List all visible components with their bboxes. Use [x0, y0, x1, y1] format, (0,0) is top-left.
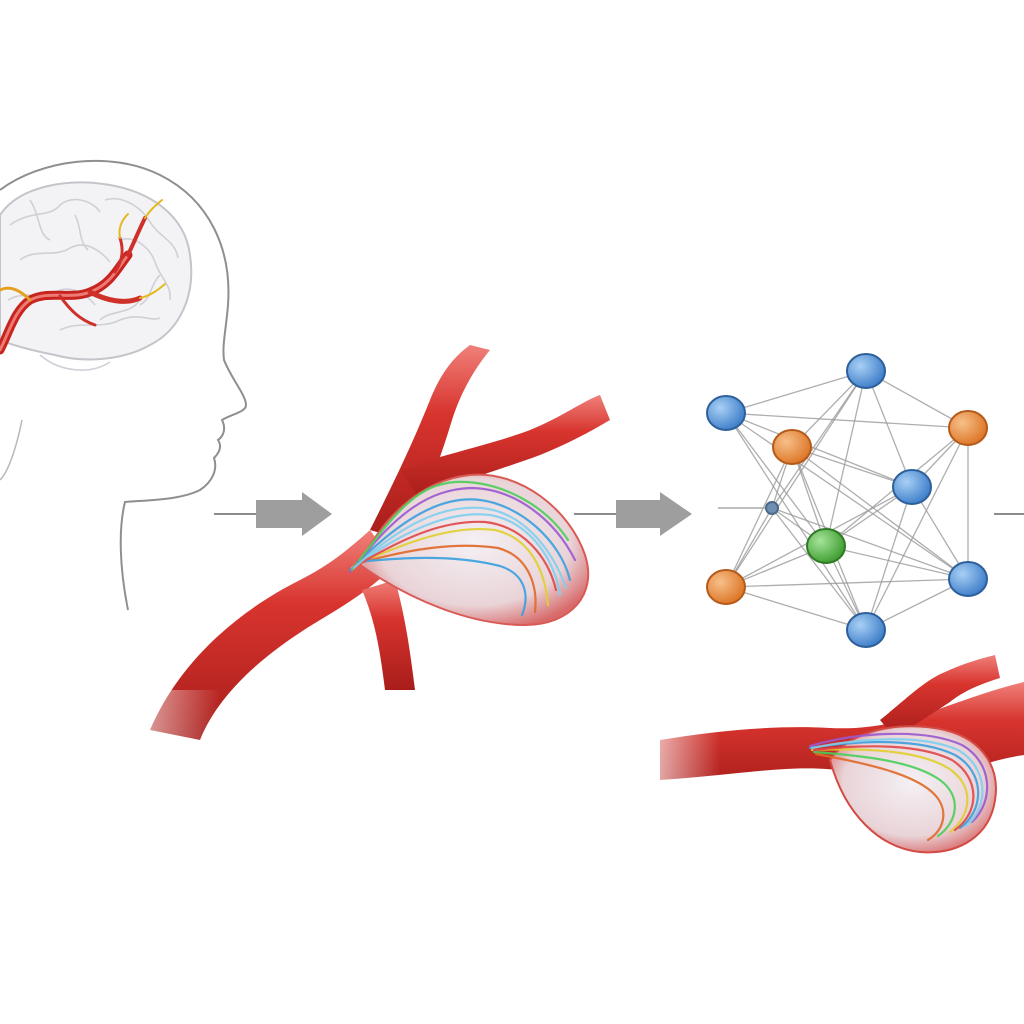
brain-icon [0, 181, 193, 371]
graph-edge [825, 370, 867, 547]
graph-edge [725, 578, 969, 588]
graph-edge [825, 545, 969, 580]
graph-edge [725, 412, 913, 488]
graph-node-green [806, 528, 846, 564]
graph-edge [725, 446, 793, 588]
graph-edge [725, 412, 969, 580]
graph-edge [725, 370, 867, 414]
graph-node-orange [772, 429, 812, 465]
graph-node-blue [846, 353, 886, 389]
graph-edge [725, 412, 867, 631]
sidewall-aneurysm-icon [650, 655, 1024, 854]
cerebral-artery-icon [0, 199, 166, 355]
graph-node-blue [948, 561, 988, 597]
graph-edge [725, 586, 867, 631]
graph-edge [865, 427, 969, 631]
graph-nodes [706, 353, 988, 648]
graph-edge [771, 370, 867, 509]
graph-edge [771, 507, 867, 631]
graph-node-orange [706, 569, 746, 605]
graph-edge [771, 507, 969, 580]
graph-node-small-gray [765, 501, 779, 515]
graph-edges [718, 370, 969, 631]
graph-network-icon [706, 353, 988, 648]
graph-edge [865, 486, 913, 631]
graph-edge [791, 446, 913, 488]
graph-node-blue [892, 469, 932, 505]
graph-node-blue [706, 395, 746, 431]
head-profile-icon [0, 159, 248, 611]
graph-edge [865, 370, 913, 488]
graph-edge [725, 412, 969, 429]
graph-node-orange [948, 410, 988, 446]
bifurcation-aneurysm-icon [140, 345, 610, 750]
graph-edge [725, 370, 867, 588]
graph-node-blue [846, 612, 886, 648]
graph-edge [791, 446, 969, 580]
flow-arrow-icon [214, 492, 332, 536]
flow-arrow-icon [574, 492, 692, 536]
